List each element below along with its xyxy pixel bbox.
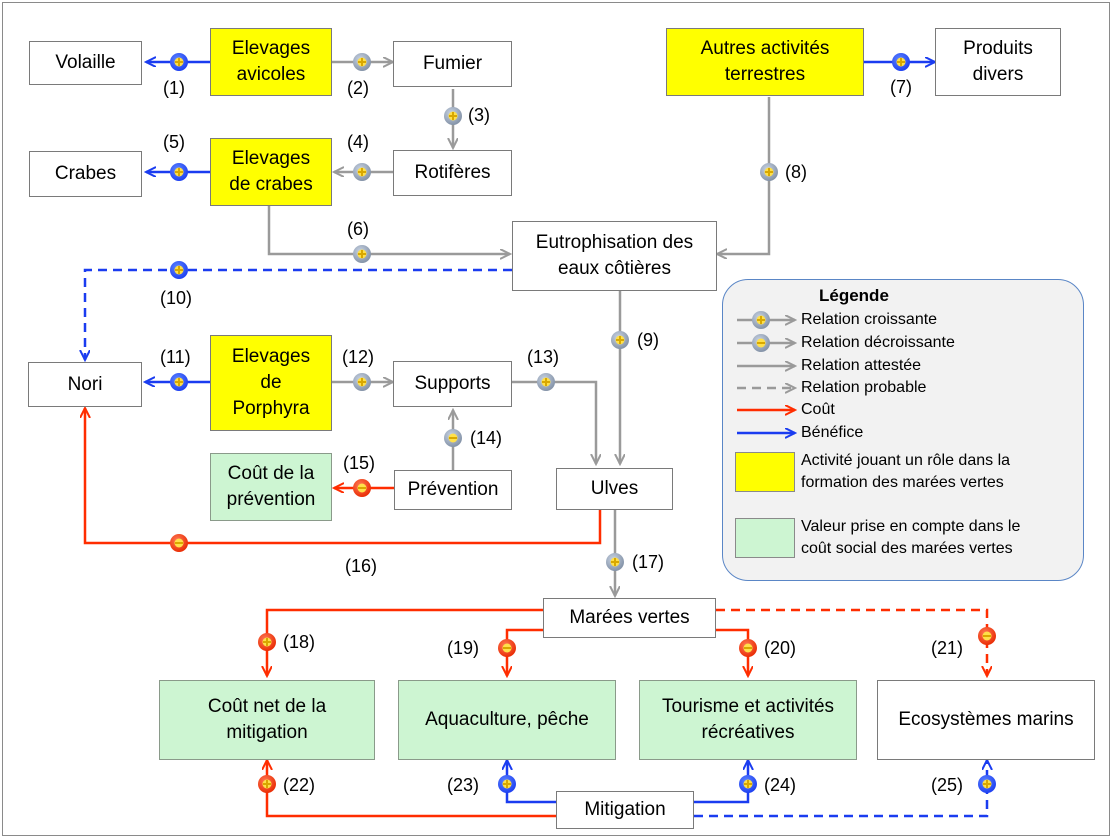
node-rotiferes: Rotifères (393, 150, 512, 196)
node-tourisme: Tourisme et activités récréatives (639, 680, 857, 760)
node-cout-mitigation: Coût net de la mitigation (159, 680, 375, 760)
edge-label-1: (1) (163, 78, 185, 98)
edge-6 (267, 205, 510, 254)
node-aquaculture: Aquaculture, pêche (398, 680, 616, 760)
legend-title: Légende (819, 286, 889, 305)
plus-badge-17 (606, 553, 624, 571)
edge-label-11: (11) (160, 347, 191, 367)
edge-20 (716, 628, 748, 676)
edge-13 (512, 380, 596, 464)
plus-badge-23 (498, 775, 516, 793)
legend-label-valeur: Valeur prise en compte dans le coût soci… (801, 518, 1021, 557)
plus-badge-22 (258, 775, 276, 793)
plus-badge-9 (611, 331, 629, 349)
legend-label-cout: Coût (801, 401, 835, 418)
minus-badge-14 (444, 429, 462, 447)
plus-badge-10 (170, 261, 188, 279)
edge-label-16: (16) (345, 556, 378, 576)
node-cout-prevention: Coût de la prévention (210, 453, 332, 521)
plus-badge-2 (353, 53, 371, 71)
legend-swatch-activity (735, 452, 795, 492)
minus-badge-15 (353, 479, 371, 497)
edge-16 (85, 408, 602, 545)
edge-label-24: (24) (764, 775, 797, 795)
node-elevages-crabes: Elevages de crabes (210, 138, 332, 206)
edge-label-22: (22) (283, 775, 316, 795)
node-volaille: Volaille (29, 41, 142, 85)
legend-box: Légende Relation croissante Relation déc… (722, 279, 1084, 581)
edge-24 (694, 760, 748, 804)
legend-symbols (737, 311, 823, 480)
node-crabes: Crabes (29, 151, 142, 197)
edge-10 (85, 268, 512, 360)
minus-badge-16 (170, 534, 188, 552)
edge-label-15: (15) (343, 453, 376, 473)
node-marees-vertes: Marées vertes (543, 598, 716, 638)
edge-18 (267, 608, 543, 676)
edge-label-12: (12) (342, 347, 375, 367)
edge-label-25: (25) (931, 775, 964, 795)
edge-label-21: (21) (931, 638, 964, 658)
edge-label-10: (10) (160, 288, 193, 308)
node-ecosystemes: Ecosystèmes marins (877, 680, 1095, 760)
edge-label-18: (18) (283, 632, 316, 652)
edge-label-19: (19) (447, 638, 480, 658)
plus-badge-11 (170, 373, 188, 391)
edge-label-7: (7) (890, 77, 912, 97)
edge-21 (716, 608, 987, 676)
node-mitigation: Mitigation (556, 791, 694, 829)
edge-label-14: (14) (470, 428, 503, 448)
edge-label-23: (23) (447, 775, 480, 795)
edge-label-6: (6) (347, 219, 369, 239)
edge-label-8: (8) (785, 162, 807, 182)
plus-badge-5 (170, 163, 188, 181)
plus-badge-4 (353, 163, 371, 181)
node-autres-activites: Autres activités terrestres (666, 28, 864, 96)
plus-badge-13 (537, 373, 555, 391)
edge-label-20: (20) (764, 638, 797, 658)
edge-19 (507, 628, 543, 676)
edge-label-3: (3) (468, 105, 490, 125)
plus-badge-7 (892, 53, 910, 71)
node-produits-divers: Produits divers (935, 28, 1061, 96)
node-nori: Nori (28, 362, 142, 407)
plus-badge-6 (353, 245, 371, 263)
minus-badge-21 (978, 627, 996, 645)
minus-badge-19 (498, 639, 516, 657)
plus-badge-24 (739, 775, 757, 793)
legend-label-activite: Activité jouant un rôle dans la formatio… (801, 452, 1011, 491)
legend-swatch-social-cost (735, 518, 795, 558)
edge-8 (717, 97, 771, 254)
plus-badge-25 (978, 775, 996, 793)
edge-label-2: (2) (347, 78, 369, 98)
plus-badge-1 (170, 53, 188, 71)
plus-badge-18 (258, 633, 276, 651)
legend-decreasing-arrow (737, 334, 795, 352)
legend-label-croissante: Relation croissante (801, 311, 938, 328)
minus-badge-20 (739, 639, 757, 657)
plus-badge-3 (444, 107, 462, 125)
legend-increasing-arrow (737, 311, 795, 329)
node-prevention: Prévention (394, 470, 512, 510)
edge-label-9: (9) (637, 330, 659, 350)
legend-label-probable: Relation probable (801, 379, 927, 396)
node-fumier: Fumier (393, 41, 512, 87)
node-eutrophisation: Eutrophisation des eaux côtières (512, 221, 717, 291)
edge-label-5: (5) (163, 132, 185, 152)
legend-label-decroissante: Relation décroissante (801, 334, 955, 351)
node-elevages-porphyra: Elevages de Porphyra (210, 335, 332, 431)
edge-label-13: (13) (527, 347, 560, 367)
plus-badge-8 (760, 163, 778, 181)
node-supports: Supports (393, 361, 512, 407)
legend-label-benefice: Bénéfice (801, 424, 864, 441)
edge-23 (507, 760, 556, 804)
legend-label-attestee: Relation attestée (801, 357, 922, 374)
plus-badge-12 (353, 373, 371, 391)
edge-label-4: (4) (347, 132, 369, 152)
node-ulves: Ulves (556, 468, 673, 510)
edge-label-17: (17) (632, 552, 665, 572)
node-elevages-avicoles: Elevages avicoles (210, 28, 332, 96)
